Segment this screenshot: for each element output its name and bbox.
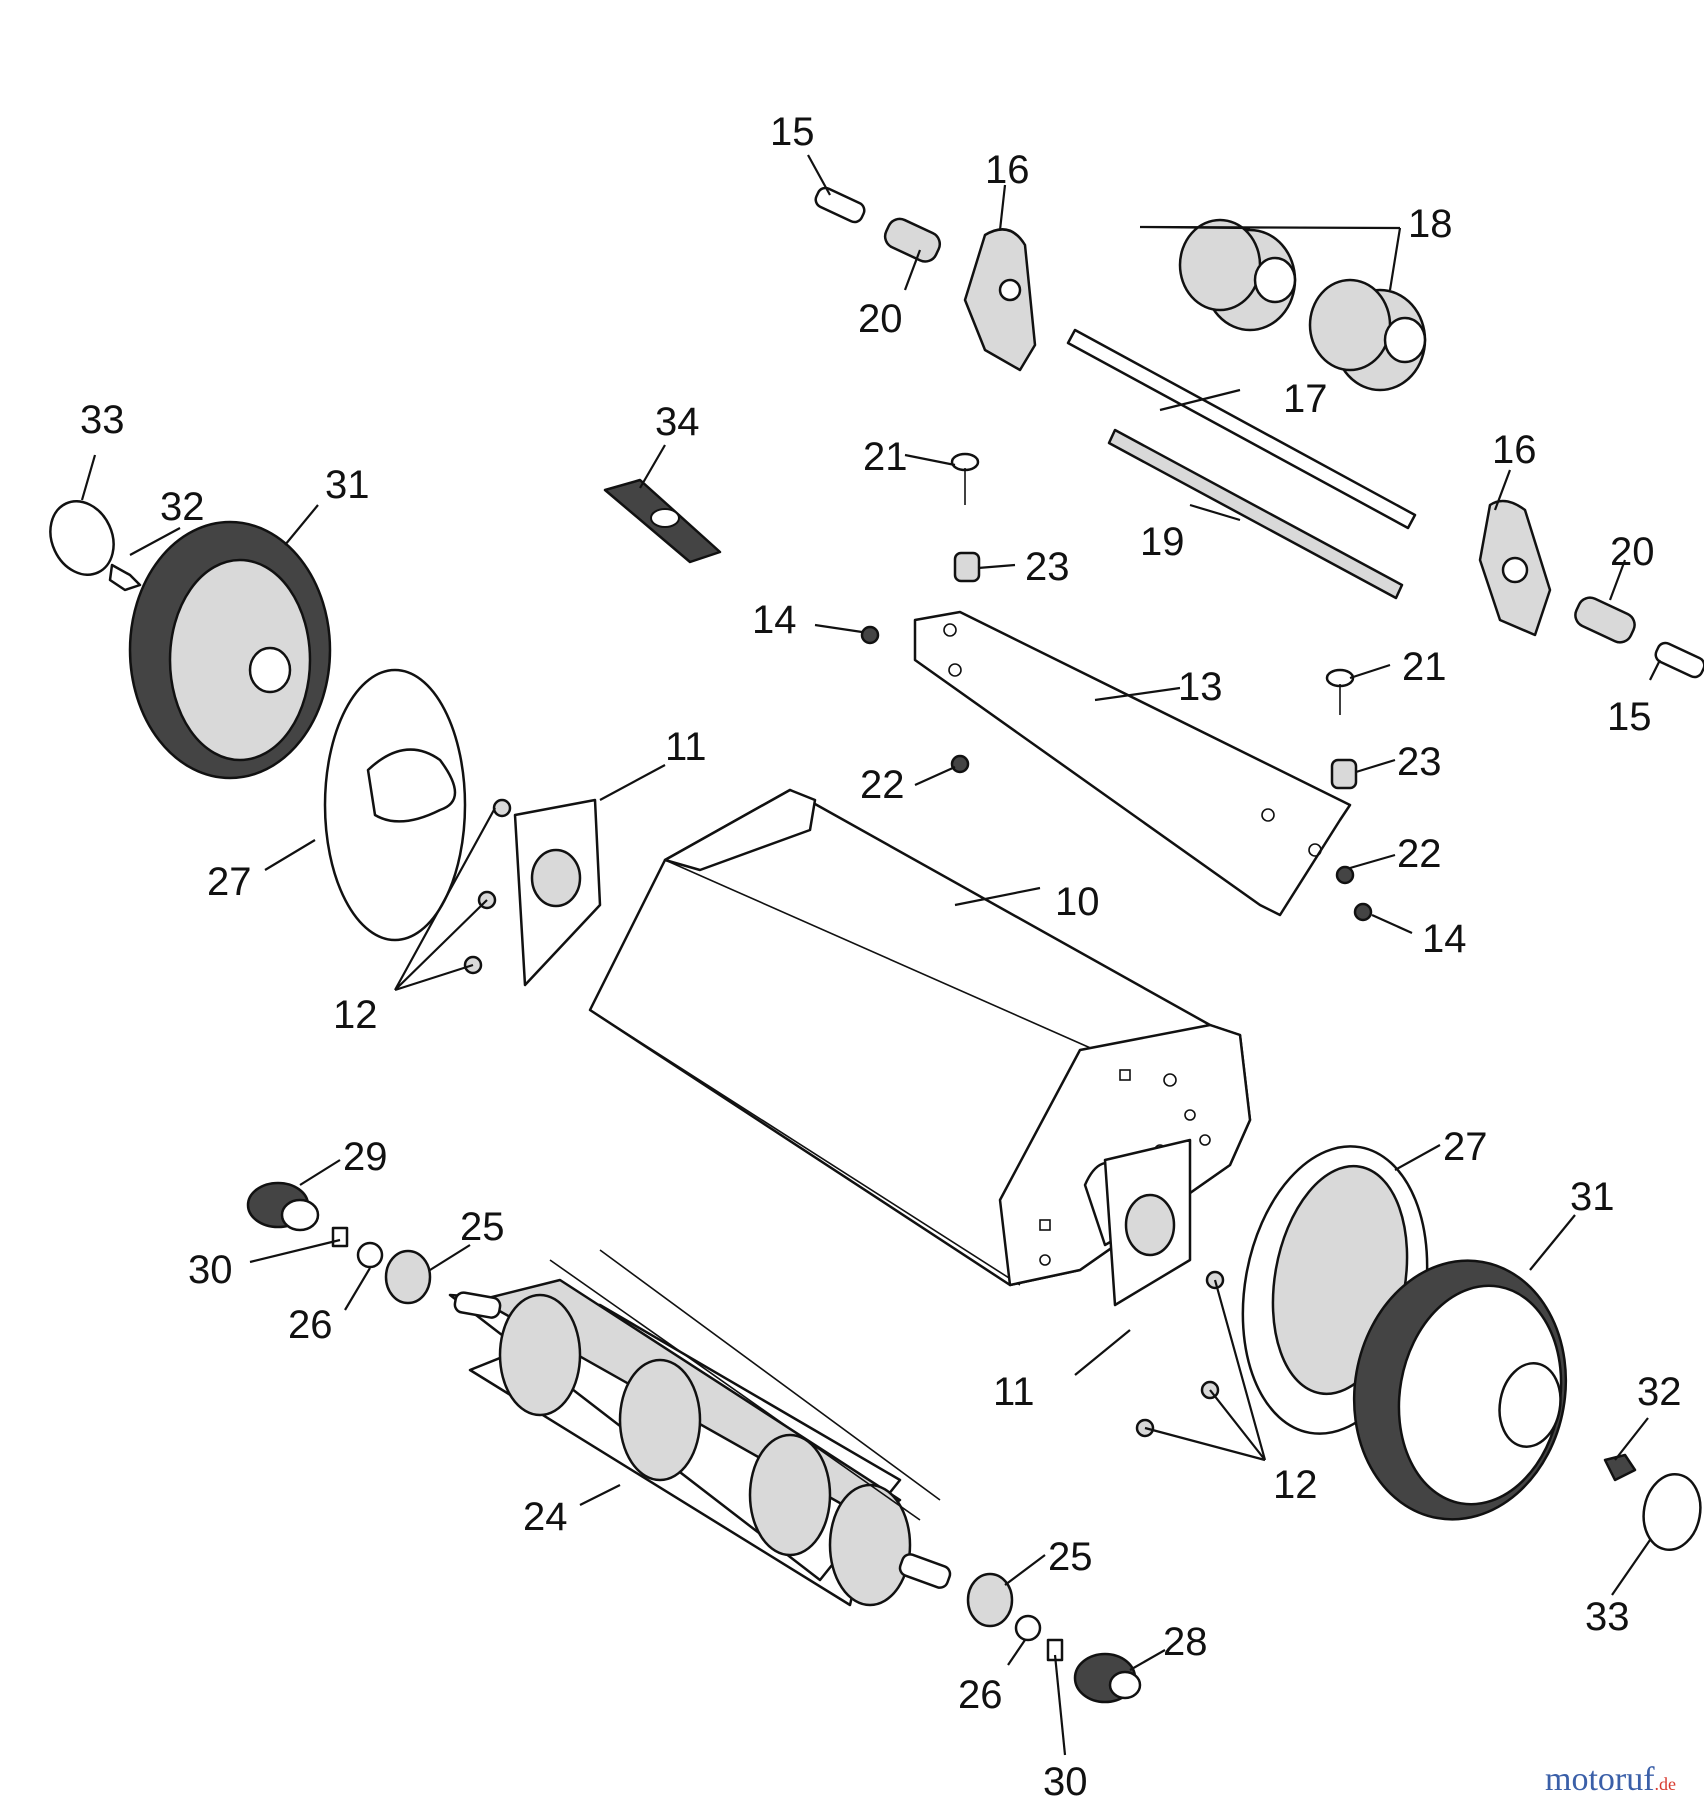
watermark-brand: motoruf [1545,1761,1655,1798]
callout-33-right: 33 [1585,1595,1630,1639]
roller-weights-part [1178,218,1427,392]
wheel-right-part [1352,1259,1568,1521]
callout-20-right: 20 [1610,530,1655,574]
callout-20-left: 20 [858,297,903,341]
washer-right-part [1014,1614,1042,1642]
callout-11-left: 11 [665,725,707,769]
callout-23-left: 23 [1025,545,1070,589]
small-hardware [860,452,1373,922]
callout-13: 13 [1178,665,1223,709]
callout-26-left: 26 [288,1303,333,1347]
callout-labels: 10 11 11 12 12 13 14 14 15 15 16 16 17 1… [80,110,1682,1800]
callout-27-right: 27 [1443,1125,1488,1169]
callout-21-left: 21 [863,435,908,479]
callout-16-left: 16 [985,148,1030,192]
callout-14-left: 14 [752,598,797,642]
callout-17: 17 [1283,377,1328,421]
watermark-logo: motoruf.de [1545,1761,1676,1798]
hub-cap-left-part [49,500,115,576]
spring-right-part [1574,596,1636,644]
side-plate-left-part [513,798,602,987]
callout-34: 34 [655,400,700,444]
key-left-part [331,1226,349,1248]
callout-27-left: 27 [207,860,252,904]
callout-21-right: 21 [1402,645,1447,689]
callout-14-right: 14 [1422,917,1467,961]
spring-left-part [883,217,942,263]
callout-26-right: 26 [958,1673,1003,1717]
badge-part [603,478,722,564]
bracket-right-part [1478,499,1552,637]
callout-10: 10 [1055,880,1100,924]
rod-part [1066,328,1417,530]
callout-31-left: 31 [325,463,370,507]
callout-18: 18 [1408,202,1453,246]
watermark-suffix: .de [1655,1774,1677,1794]
front-bar-part [913,610,1352,917]
threaded-rod-part [1107,428,1404,600]
callout-15-left: 15 [770,110,815,154]
callout-16-right: 16 [1492,428,1537,472]
callout-15-right: 15 [1607,695,1652,739]
pinion-right-part [1073,1652,1142,1704]
callout-12-right: 12 [1273,1463,1318,1507]
callout-24: 24 [523,1495,568,1539]
screws-12 [463,798,1225,1438]
reel-part [448,1249,952,1607]
bracket-left-part [963,228,1037,372]
callout-23-right: 23 [1397,740,1442,784]
pinion-left-part [246,1181,320,1232]
callout-30-right: 30 [1043,1760,1088,1800]
pin-right-part [1654,641,1704,679]
hub-cap-right-part [1642,1473,1702,1551]
callout-30-left: 30 [188,1248,233,1292]
washer-left-part [356,1241,384,1269]
bearing-left-part [384,1249,432,1305]
cover-left-part [323,668,467,942]
callout-32-right: 32 [1637,1370,1682,1414]
side-plate-right-part [1103,1138,1192,1307]
screw-right-part [1603,1453,1637,1482]
callout-25-right: 25 [1048,1535,1093,1579]
callout-29: 29 [343,1135,388,1179]
bearing-right-part [966,1572,1014,1628]
callout-31-right: 31 [1570,1175,1615,1219]
callout-25-left: 25 [460,1205,505,1249]
callout-28: 28 [1163,1620,1208,1664]
callout-33-left: 33 [80,398,125,442]
pin-left-part [814,186,866,224]
leader-lines [80,154,1661,1756]
callout-19: 19 [1140,520,1185,564]
screw-left-part [108,563,142,592]
watermark: motoruf.de [1545,1761,1676,1798]
callout-11-right: 11 [993,1370,1035,1414]
wheel-left-part [128,520,332,780]
callout-32-left: 32 [160,485,205,529]
callout-12-left: 12 [333,993,378,1037]
callout-22-left: 22 [860,763,905,807]
callout-22-right: 22 [1397,832,1442,876]
